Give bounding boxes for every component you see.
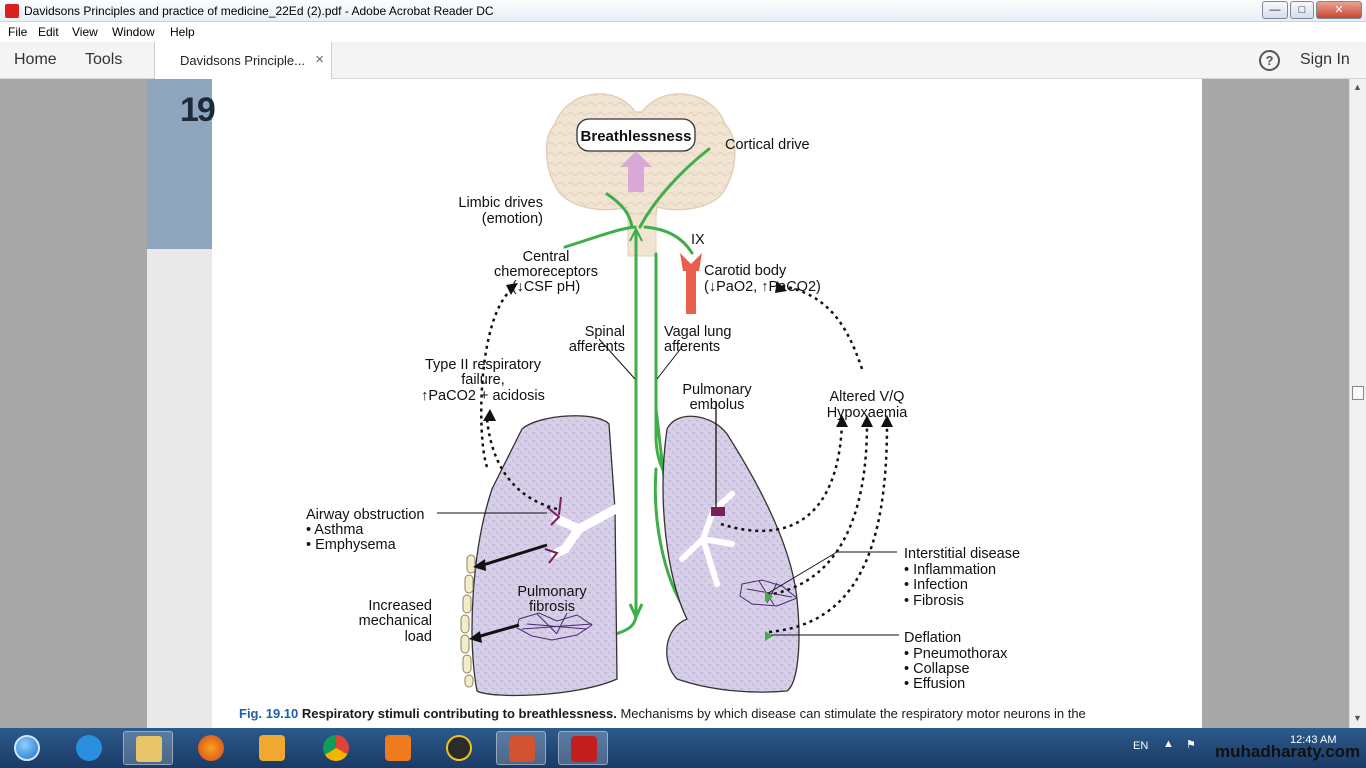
interstitial-label-1: Interstitial disease <box>904 546 1020 562</box>
tools-tab[interactable]: Tools <box>85 51 123 68</box>
airway-obstruction-marks <box>544 496 562 564</box>
sign-in-button[interactable]: Sign In <box>1300 51 1350 68</box>
home-tab[interactable]: Home <box>14 51 57 68</box>
type2-label-2: failure, <box>461 372 505 388</box>
spinal-label-2: afferents <box>569 339 625 355</box>
fibrosis-mesh-left <box>516 612 593 641</box>
breathlessness-label: Breathlessness <box>581 128 692 145</box>
carotid-artery <box>680 253 702 314</box>
bird-app-icon[interactable] <box>434 731 484 765</box>
scroll-down-icon[interactable]: ▼ <box>1353 713 1362 723</box>
deflation-label-2: • Pneumothorax <box>904 646 1008 662</box>
internet-explorer-icon[interactable] <box>64 731 114 765</box>
minimize-button[interactable]: — <box>1262 1 1288 19</box>
maximize-button[interactable]: □ <box>1290 1 1314 19</box>
type2-label-3: ↑PaCO2 + acidosis <box>421 388 545 404</box>
flag-icon[interactable]: ⚑ <box>1186 739 1196 751</box>
deflation-label-4: • Effusion <box>904 676 965 692</box>
acrobat-app-icon <box>5 4 19 18</box>
vagal-label-2: afferents <box>664 339 720 355</box>
cortical-drive-label: Cortical drive <box>725 137 810 153</box>
interstitial-label-4: • Fibrosis <box>904 593 964 609</box>
type2-label-1: Type II respiratory <box>425 357 542 373</box>
increased-label-2: mechanical <box>359 613 432 629</box>
embolus-mark <box>711 507 725 516</box>
menu-view[interactable]: View <box>72 25 98 39</box>
carotid-label-1: Carotid body <box>704 263 787 279</box>
central-label-2: chemoreceptors <box>494 264 598 280</box>
increased-label-1: Increased <box>368 598 432 614</box>
embolus-label-2: embolus <box>690 397 745 413</box>
margin-strip <box>147 249 212 728</box>
pdf-page: 19 Breathlessness <box>147 79 1202 728</box>
watermark: muhadharaty.com <box>1215 742 1361 761</box>
upward-arrow-icon <box>620 151 652 192</box>
scroll-up-icon[interactable]: ▲ <box>1353 82 1362 92</box>
airway-label-2: • Asthma <box>306 522 364 538</box>
embolus-label-1: Pulmonary <box>682 382 752 398</box>
document-tab[interactable]: Davidsons Principle... × <box>154 42 332 79</box>
close-button[interactable]: ✕ <box>1316 1 1362 19</box>
mail-icon[interactable] <box>373 731 423 765</box>
scroll-thumb[interactable] <box>1352 386 1364 400</box>
vagal-label-1: Vagal lung <box>664 324 731 340</box>
breathlessness-diagram: Breathlessness <box>306 93 1020 697</box>
title-bar: Davidsons Principles and practice of med… <box>0 0 1366 22</box>
close-tab-icon[interactable]: × <box>315 51 324 68</box>
file-explorer-icon[interactable] <box>123 731 173 765</box>
limbic-label-2: (emotion) <box>482 211 543 227</box>
language-indicator[interactable]: EN <box>1133 740 1149 752</box>
central-label-3: (↓CSF pH) <box>512 279 580 295</box>
firefox-icon[interactable] <box>186 731 236 765</box>
fibrosis-label-2: fibrosis <box>529 599 575 615</box>
figure-text: Mechanisms by which disease can stimulat… <box>620 706 1086 721</box>
menu-bar: File Edit View Window Help <box>0 22 1366 42</box>
figure-title: Respiratory stimuli contributing to brea… <box>301 706 617 721</box>
spinal-label-1: Spinal <box>585 324 625 340</box>
chest-wall-ribs <box>460 554 476 688</box>
deflation-label-1: Deflation <box>904 630 961 646</box>
acrobat-icon[interactable] <box>558 731 608 765</box>
right-lung <box>662 415 800 693</box>
chapter-bar: 19 <box>147 79 216 249</box>
interstitial-label-2: • Inflammation <box>904 562 996 578</box>
vertical-scrollbar[interactable]: ▲ ▼ <box>1349 79 1366 728</box>
powerpoint-icon[interactable] <box>496 731 546 765</box>
help-icon[interactable]: ? <box>1259 50 1280 71</box>
chapter-number: 19 <box>180 91 216 129</box>
menu-file[interactable]: File <box>8 25 28 39</box>
interstitial-label-3: • Infection <box>904 577 968 593</box>
left-lung <box>471 415 618 697</box>
ix-label: IX <box>691 232 705 248</box>
media-player-icon[interactable] <box>247 731 297 765</box>
altered-label-2: Hypoxaemia <box>827 405 909 421</box>
central-label-1: Central <box>523 249 570 265</box>
show-hidden-icons-icon[interactable]: ▲ <box>1163 738 1174 750</box>
chrome-icon[interactable] <box>311 731 361 765</box>
altered-label-1: Altered V/Q <box>830 389 905 405</box>
fibrosis-label-1: Pulmonary <box>517 584 587 600</box>
airway-label-3: • Emphysema <box>306 537 397 553</box>
clock-time[interactable]: 12:43 AM <box>1290 734 1337 746</box>
figure-caption: Fig. 19.10 Respiratory stimuli contribut… <box>239 706 1189 721</box>
airway-label-1: Airway obstruction <box>306 507 424 523</box>
menu-window[interactable]: Window <box>112 25 155 39</box>
window-title: Davidsons Principles and practice of med… <box>24 4 494 18</box>
toolbar: Home Tools Davidsons Principle... × ? Si… <box>0 42 1366 79</box>
taskbar: EN ▲ ⚑ 12:43 AM <box>0 728 1366 768</box>
document-tab-label: Davidsons Principle... <box>180 53 305 68</box>
figure-number: Fig. 19.10 <box>239 706 299 721</box>
increased-label-3: load <box>405 629 432 645</box>
deflation-label-3: • Collapse <box>904 661 970 677</box>
start-button[interactable] <box>2 731 52 765</box>
document-viewer[interactable]: 19 Breathlessness <box>0 79 1349 728</box>
carotid-label-2: (↓PaO2, ↑PaCO2) <box>704 279 821 295</box>
limbic-label-1: Limbic drives <box>458 195 543 211</box>
menu-edit[interactable]: Edit <box>38 25 59 39</box>
menu-help[interactable]: Help <box>170 25 195 39</box>
